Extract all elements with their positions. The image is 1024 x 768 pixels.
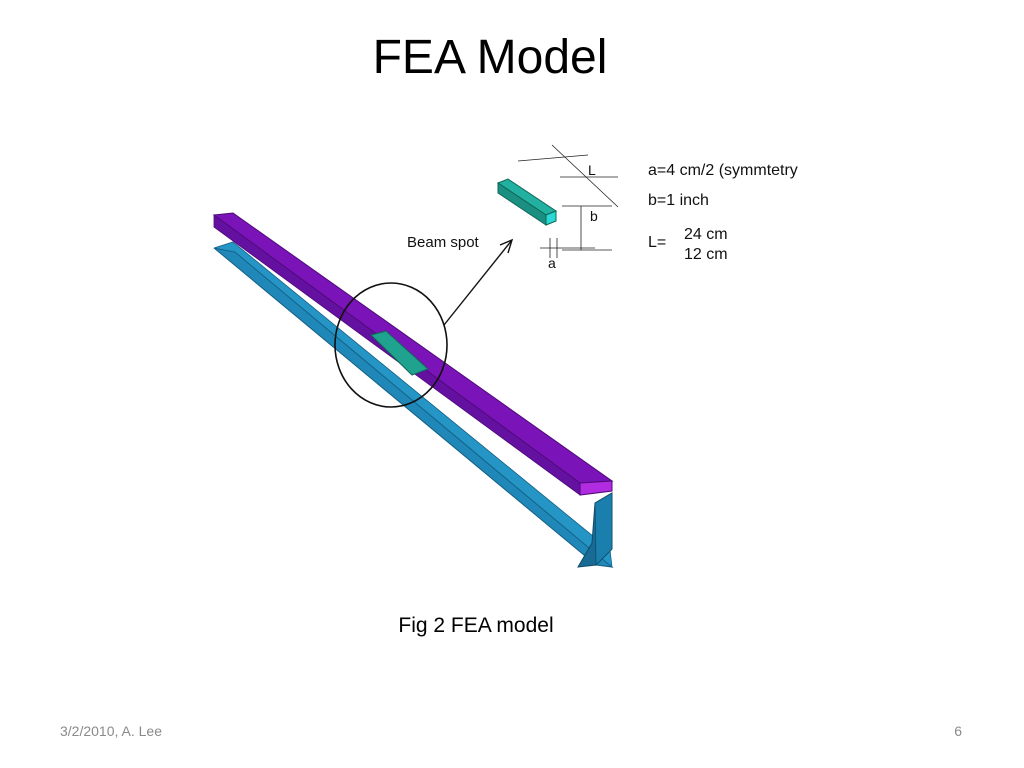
fea-model-drawing: Beam spot L b a a=4 cm/2 (symmtetry b=1 … [212, 144, 798, 568]
lower-flange [213, 247, 614, 568]
channel-web-face [594, 492, 613, 566]
top-flange-end [579, 480, 613, 496]
legend-L-value-1: 24 cm [684, 226, 728, 243]
fea-model-figure: Beam spot L b a a=4 cm/2 (symmtetry b=1 … [200, 125, 840, 585]
beam-spot-patch [370, 330, 429, 376]
channel-web [213, 241, 613, 568]
inset-beam-end [545, 210, 557, 226]
legend-L-prefix: L= [648, 234, 666, 251]
dim-label-L: L [588, 162, 596, 178]
callout-arrowhead [499, 238, 514, 254]
dim-line-L-1 [517, 154, 589, 162]
dim-label-b: b [590, 208, 598, 224]
beam-spot-label: Beam spot [407, 234, 480, 251]
beam-spot-circle [334, 282, 448, 408]
figure-caption: Fig 2 FEA model [398, 614, 554, 637]
callout-arrow-line [443, 239, 513, 326]
dim-label-a: a [548, 255, 556, 271]
page-number: 6 [954, 723, 962, 739]
legend-a-value: a=4 cm/2 (symmtetry [648, 162, 798, 179]
footer-date-author: 3/2/2010, A. Lee [60, 723, 162, 739]
legend-L-value-2: 12 cm [684, 246, 728, 263]
dim-line-L-2 [551, 144, 619, 208]
slide-title: FEA Model [372, 31, 608, 84]
legend-b-value: b=1 inch [648, 192, 709, 209]
top-flange [212, 212, 614, 484]
